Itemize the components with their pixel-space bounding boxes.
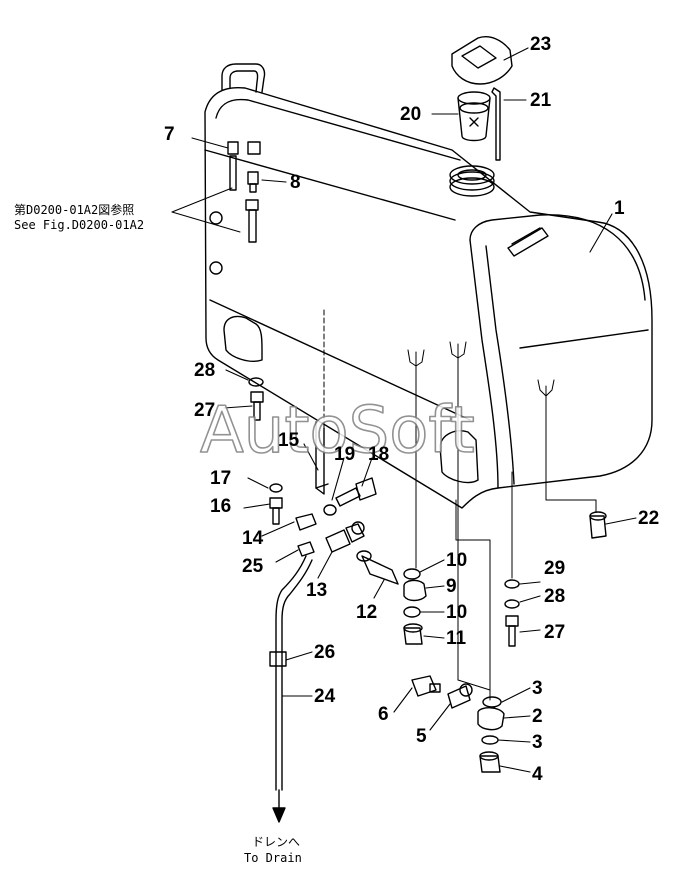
- callout-28-left: 28: [194, 360, 215, 381]
- drain-note-en: To Drain: [244, 851, 302, 865]
- callout-3-upper: 3: [532, 678, 543, 699]
- rod: [491, 87, 501, 161]
- callout-9: 9: [446, 576, 457, 597]
- callout-1: 1: [614, 198, 625, 219]
- callout-25: 25: [242, 556, 264, 577]
- callout-29: 29: [544, 558, 565, 579]
- callout-11: 11: [446, 628, 467, 649]
- callout-13: 13: [306, 580, 327, 601]
- fuel-tank: [204, 63, 653, 509]
- callout-26: 26: [314, 642, 335, 663]
- callout-16: 16: [210, 496, 231, 517]
- callout-19: 19: [334, 444, 355, 465]
- callout-6: 6: [378, 704, 389, 725]
- callout-15: 15: [278, 430, 300, 451]
- callout-10-lower: 10: [446, 602, 467, 623]
- callout-24: 24: [314, 686, 336, 707]
- callout-7: 7: [164, 124, 175, 145]
- callout-14: 14: [242, 528, 264, 549]
- drain-note-jp: ドレンへ: [252, 835, 300, 849]
- center-fittings: [403, 568, 427, 645]
- filler-neck: [449, 165, 495, 197]
- right-side-fittings: [248, 377, 607, 647]
- callout-4: 4: [532, 764, 543, 785]
- callout-17: 17: [210, 468, 231, 489]
- callout-18: 18: [368, 444, 389, 465]
- callout-10-upper: 10: [446, 550, 467, 571]
- reference-note-jp: 第D0200-01A2図参照: [14, 202, 134, 217]
- filler-cap: [451, 36, 513, 85]
- lower-fittings: [269, 421, 399, 823]
- callout-28-right: 28: [544, 586, 565, 607]
- callout-27-left: 27: [194, 400, 215, 421]
- watermark: AutoSoft: [200, 394, 475, 468]
- callouts: 1 2 3 3 4 5 6 7 8 9 10 10 11 12 13 14 15…: [164, 34, 659, 785]
- callout-20: 20: [400, 104, 421, 125]
- callout-12: 12: [356, 602, 377, 623]
- fittings-upper-left: [227, 141, 261, 243]
- callout-27-right: 27: [544, 622, 565, 643]
- strainer: [457, 91, 491, 142]
- callout-22: 22: [638, 508, 659, 529]
- callout-2: 2: [532, 706, 543, 727]
- callout-5: 5: [416, 726, 427, 747]
- reference-note-en: See Fig.D0200-01A2: [14, 218, 144, 232]
- assembly-lines: [171, 187, 597, 701]
- leader-lines: [191, 47, 637, 773]
- callout-23: 23: [530, 34, 551, 55]
- lower-right-fittings: [411, 675, 505, 773]
- callout-21: 21: [530, 90, 552, 111]
- callout-8: 8: [290, 172, 301, 193]
- callout-3-lower: 3: [532, 732, 543, 753]
